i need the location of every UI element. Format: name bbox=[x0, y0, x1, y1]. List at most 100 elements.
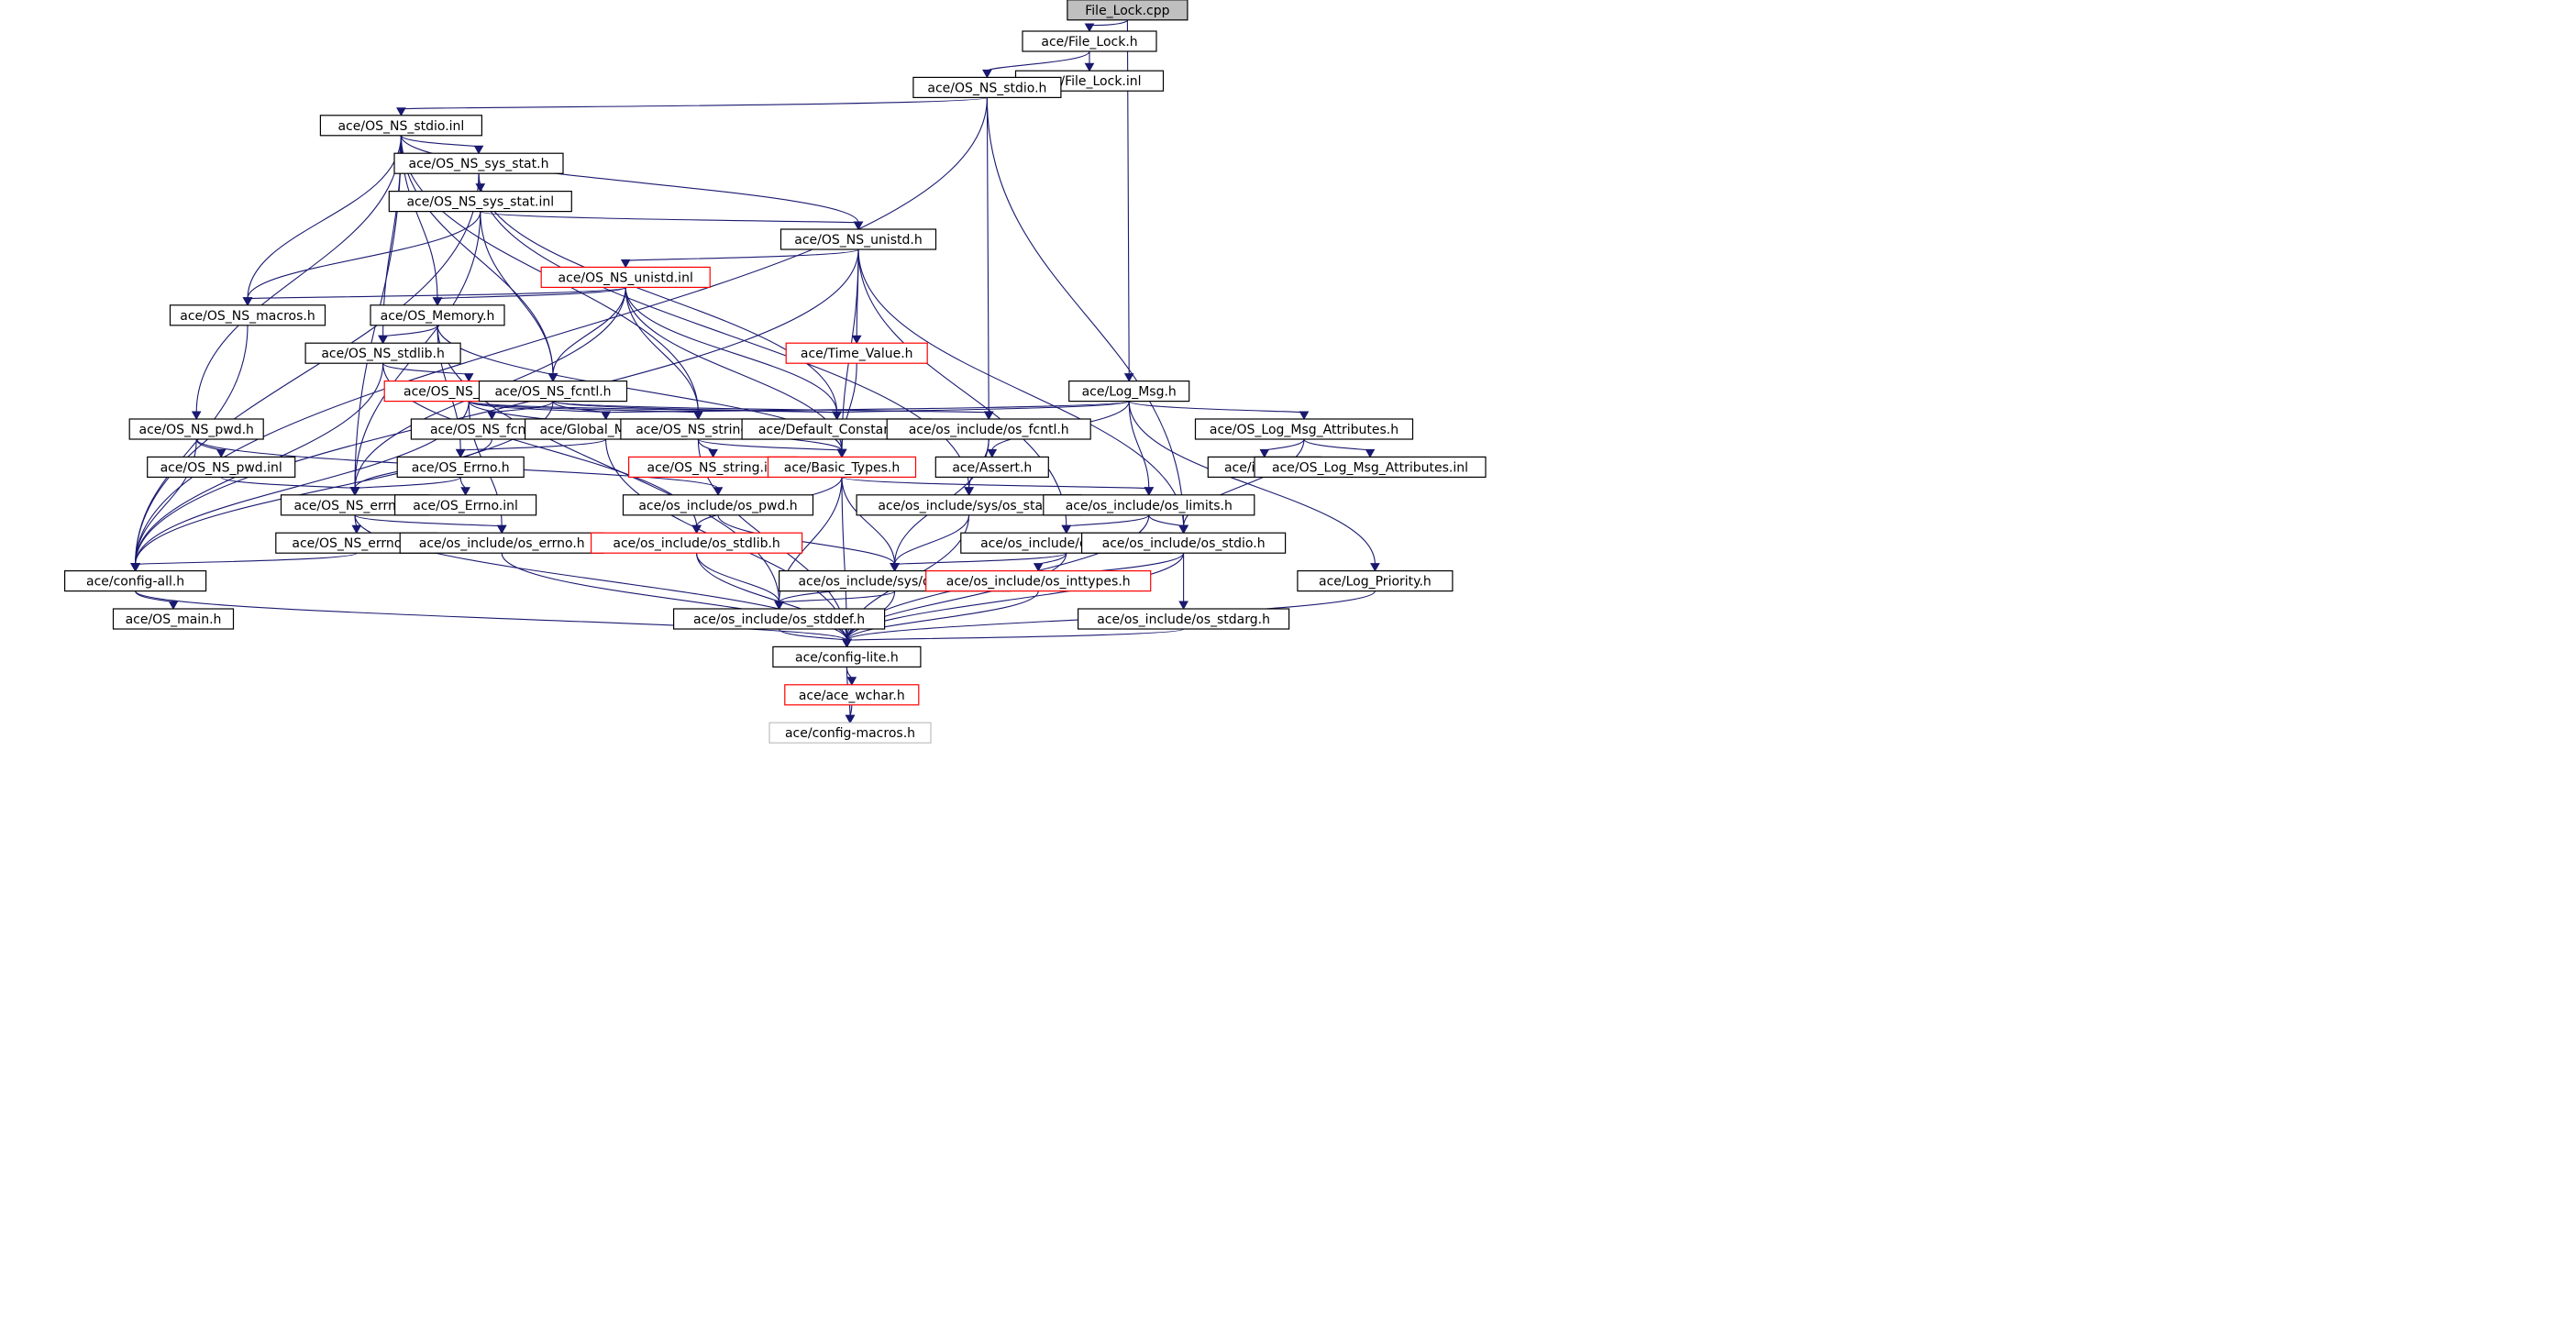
node-os-include-os-inttypes-h[interactable]: ace/os_include/os_inttypes.h bbox=[925, 569, 1152, 592]
node-box bbox=[886, 418, 1091, 440]
edge-log-msg-h-to-os-include-os-limits-h bbox=[1128, 401, 1150, 489]
node-time-value-h[interactable]: ace/Time_Value.h bbox=[785, 342, 928, 364]
node-os-log-msg-attributes-inl[interactable]: ace/OS_Log_Msg_Attributes.inl bbox=[1254, 456, 1487, 478]
edge-os-ns-stdio-h-to-config-all-h bbox=[135, 97, 988, 565]
edge-os-ns-stdio-h-to-os-include-os-fcntl-h bbox=[986, 97, 989, 414]
node-box bbox=[388, 191, 572, 213]
node-assert-h[interactable]: ace/Assert.h bbox=[934, 456, 1049, 478]
node-os-include-os-limits-h[interactable]: ace/os_include/os_limits.h bbox=[1043, 494, 1255, 516]
node-os-ns-pwd-h[interactable]: ace/OS_NS_pwd.h bbox=[128, 418, 264, 440]
edge-os-ns-stdio-h-to-os-ns-stdio-inl bbox=[400, 96, 988, 110]
node-os-include-os-pwd-h[interactable]: ace/os_include/os_pwd.h bbox=[622, 494, 814, 516]
node-os-memory-h[interactable]: ace/OS_Memory.h bbox=[370, 304, 505, 326]
edge-arrowhead bbox=[1365, 448, 1376, 458]
node-os-log-msg-attributes-h[interactable]: ace/OS_Log_Msg_Attributes.h bbox=[1194, 418, 1414, 440]
node-label: ace/os_include/os_inttypes.h bbox=[946, 575, 1131, 590]
node-label: ace/config-macros.h bbox=[785, 726, 915, 741]
edge-arrowhead bbox=[1144, 487, 1155, 496]
node-os-include-os-stdarg-h[interactable]: ace/os_include/os_stdarg.h bbox=[1077, 608, 1290, 630]
node-os-ns-errno-inl[interactable]: ace/OS_NS_errno.inl bbox=[275, 532, 438, 554]
edge-os-include-os-stdlib-h-to-os-include-os-stddef-h bbox=[696, 553, 780, 603]
node-label: ace/Log_Msg.h bbox=[1082, 385, 1177, 400]
node-config-macros-h[interactable]: ace/config-macros.h bbox=[768, 722, 932, 744]
edge-os-log-msg-attributes-h-to-os-log-msg-attributes-inl bbox=[1303, 438, 1371, 451]
node-log-priority-h[interactable]: ace/Log_Priority.h bbox=[1297, 569, 1454, 592]
node-box bbox=[478, 381, 628, 403]
node-label: ace/Basic_Types.h bbox=[784, 460, 900, 475]
edge-config-all-h-to-config-lite-h bbox=[135, 590, 847, 641]
edge-arrowhead bbox=[987, 448, 998, 458]
node-os-ns-string-inl[interactable]: ace/OS_NS_string.inl bbox=[627, 456, 799, 478]
node-os-main-h[interactable]: ace/OS_main.h bbox=[112, 608, 235, 630]
edge-arrowhead bbox=[1299, 411, 1310, 421]
node-os-errno-h[interactable]: ace/OS_Errno.h bbox=[396, 456, 525, 478]
edge-os-ns-stdio-inl-to-os-ns-sys-stat-h bbox=[400, 135, 480, 148]
node-label: ace/OS_NS_fcntl.h bbox=[494, 385, 611, 400]
node-os-errno-inl[interactable]: ace/OS_Errno.inl bbox=[394, 494, 537, 516]
node-file-lock-cpp[interactable]: File_Lock.cpp bbox=[1067, 0, 1188, 21]
node-label: ace/os_include/sys/os_stat.h bbox=[878, 499, 1060, 513]
node-ace-wchar-h[interactable]: ace/ace_wchar.h bbox=[784, 684, 920, 706]
node-box bbox=[590, 532, 803, 554]
node-box bbox=[63, 569, 207, 592]
edge-os-ns-stdio-inl-to-os-ns-pwd-h bbox=[195, 135, 402, 414]
node-config-lite-h[interactable]: ace/config-lite.h bbox=[772, 645, 922, 668]
edge-os-ns-unistd-inl-to-os-ns-fcntl-h bbox=[552, 287, 626, 375]
node-os-ns-string-h[interactable]: ace/OS_NS_string.h bbox=[620, 418, 777, 440]
edge-os-ns-sys-stat-inl-to-os-ns-unistd-h bbox=[480, 211, 859, 224]
node-os-ns-stdio-inl[interactable]: ace/OS_NS_stdio.inl bbox=[319, 115, 482, 137]
node-os-include-os-errno-h[interactable]: ace/os_include/os_errno.h bbox=[399, 532, 604, 554]
edge-arrowhead bbox=[130, 563, 140, 572]
node-box bbox=[912, 76, 1062, 99]
node-box bbox=[934, 456, 1049, 478]
node-label: ace/OS_NS_string.inl bbox=[647, 460, 779, 475]
node-os-ns-stdio-h[interactable]: ace/OS_NS_stdio.h bbox=[912, 76, 1062, 99]
node-os-ns-fcntl-h[interactable]: ace/OS_NS_fcntl.h bbox=[478, 381, 628, 403]
edge-arrowhead bbox=[1123, 373, 1134, 382]
edge-arrowhead bbox=[1259, 448, 1270, 458]
node-os-ns-pwd-inl[interactable]: ace/OS_NS_pwd.inl bbox=[147, 456, 296, 478]
node-config-all-h[interactable]: ace/config-all.h bbox=[63, 569, 207, 592]
node-box bbox=[622, 494, 814, 516]
edge-os-include-os-limits-h-to-os-include-os-stdio-h bbox=[1148, 514, 1185, 527]
edge-arrowhead bbox=[378, 335, 388, 345]
node-log-msg-h[interactable]: ace/Log_Msg.h bbox=[1068, 381, 1190, 403]
node-os-ns-unistd-h[interactable]: ace/OS_NS_unistd.h bbox=[779, 228, 937, 250]
node-os-ns-unistd-inl[interactable]: ace/OS_NS_unistd.inl bbox=[540, 266, 711, 288]
node-box bbox=[370, 304, 505, 326]
edge-arrowhead bbox=[846, 677, 857, 686]
node-box bbox=[319, 115, 482, 137]
edge-os-ns-sys-stat-h-to-default-constants-h bbox=[478, 173, 838, 414]
node-label: ace/OS_NS_unistd.inl bbox=[558, 270, 693, 285]
node-box bbox=[147, 456, 296, 478]
node-box bbox=[1194, 418, 1414, 440]
edge-arrowhead bbox=[842, 638, 852, 648]
edge-os-ns-pwd-h-to-os-ns-pwd-inl bbox=[195, 438, 222, 451]
node-label: ace/OS_Errno.inl bbox=[413, 499, 518, 513]
edge-os-memory-h-to-os-ns-stdlib-h bbox=[382, 325, 438, 337]
node-label: ace/Assert.h bbox=[952, 460, 1032, 475]
edge-os-ns-fcntl-h-to-os-include-os-fcntl-h bbox=[552, 401, 989, 414]
node-os-ns-macros-h[interactable]: ace/OS_NS_macros.h bbox=[169, 304, 326, 326]
node-os-ns-sys-stat-inl[interactable]: ace/OS_NS_sys_stat.inl bbox=[388, 191, 572, 213]
node-os-ns-sys-stat-h[interactable]: ace/OS_NS_sys_stat.h bbox=[393, 152, 564, 174]
edge-arrowhead bbox=[1178, 601, 1188, 611]
node-file-lock-h[interactable]: ace/File_Lock.h bbox=[1022, 30, 1157, 52]
edge-config-all-h-to-os-main-h bbox=[135, 590, 174, 603]
node-box bbox=[1297, 569, 1454, 592]
node-os-include-sys-os-stat-h[interactable]: ace/os_include/sys/os_stat.h bbox=[856, 494, 1082, 516]
node-os-ns-stdlib-h[interactable]: ace/OS_NS_stdlib.h bbox=[304, 342, 461, 364]
node-os-include-os-stdio-h[interactable]: ace/os_include/os_stdio.h bbox=[1080, 532, 1287, 554]
node-os-include-os-fcntl-h[interactable]: ace/os_include/os_fcntl.h bbox=[886, 418, 1091, 440]
edge-arrowhead bbox=[460, 487, 470, 496]
node-os-include-os-stddef-h[interactable]: ace/os_include/os_stddef.h bbox=[672, 608, 886, 630]
node-default-constants-h[interactable]: ace/Default_Constants.h bbox=[741, 418, 933, 440]
node-os-include-os-stdlib-h[interactable]: ace/os_include/os_stdlib.h bbox=[590, 532, 803, 554]
node-label: ace/os_include/os_stdio.h bbox=[1102, 536, 1266, 551]
node-box bbox=[784, 684, 920, 706]
node-label: ace/os_include/os_stdarg.h bbox=[1097, 612, 1270, 627]
node-basic-types-h[interactable]: ace/Basic_Types.h bbox=[767, 456, 917, 478]
node-box bbox=[394, 494, 537, 516]
edge-log-msg-h-to-default-constants-h bbox=[836, 401, 1130, 414]
edge-arrowhead bbox=[351, 524, 362, 535]
